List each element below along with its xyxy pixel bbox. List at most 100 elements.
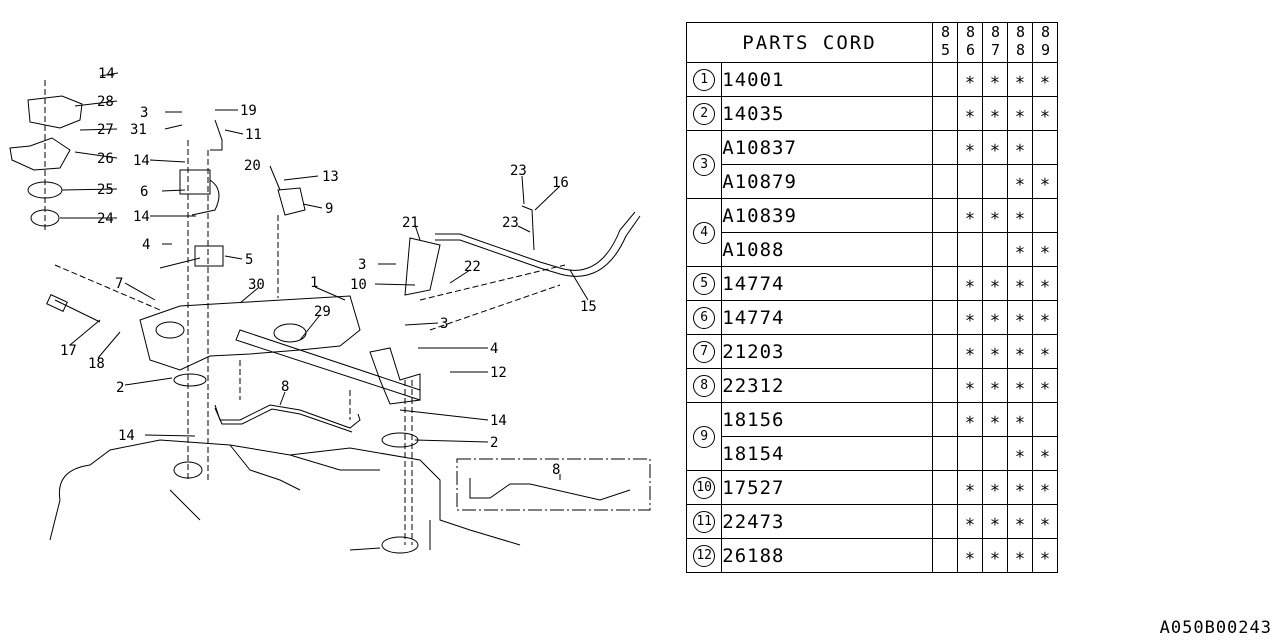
callout-label: 13 — [322, 169, 339, 185]
part-code: 18156 — [721, 402, 933, 437]
part-number: 9 — [693, 426, 716, 448]
part-code: 18154 — [721, 436, 933, 471]
year-applicability-mark — [932, 164, 958, 199]
callout-label: 6 — [140, 184, 148, 200]
year-applicability-mark: ∗ — [957, 96, 983, 131]
year-applicability-mark: ∗ — [982, 402, 1008, 437]
year-applicability-mark — [932, 266, 958, 301]
year-applicability-mark: ∗ — [1032, 266, 1058, 301]
year-applicability-mark: ∗ — [1007, 436, 1033, 471]
part-code: 22312 — [721, 368, 933, 403]
callout-label: 11 — [245, 127, 262, 143]
year-applicability-mark: ∗ — [982, 538, 1008, 573]
year-applicability-mark: ∗ — [1032, 368, 1058, 403]
part-code: A10879 — [721, 164, 933, 199]
year-applicability-mark — [1032, 198, 1058, 233]
year-applicability-mark: ∗ — [957, 538, 983, 573]
callout-label: 4 — [142, 237, 150, 253]
year-header: 89 — [1032, 22, 1058, 63]
year-applicability-mark: ∗ — [957, 402, 983, 437]
callout-label: 21 — [402, 215, 419, 231]
callout-label: 15 — [580, 299, 597, 315]
part-number-cell: 2 — [685, 96, 723, 131]
callout-label: 17 — [60, 343, 77, 359]
part-number-cell: 6 — [685, 300, 723, 335]
parts-cord-header: PARTS CORD — [686, 22, 933, 63]
year-applicability-mark: ∗ — [957, 266, 983, 301]
part-number: 11 — [693, 511, 716, 533]
table-row: A10879 ∗∗ — [687, 164, 1058, 199]
year-header: 87 — [982, 22, 1008, 63]
part-number: 2 — [693, 103, 716, 125]
callout-label: 27 — [97, 122, 114, 138]
callout-label: 18 — [88, 356, 105, 372]
part-code: A10837 — [721, 130, 933, 165]
callout-label: 19 — [240, 103, 257, 119]
year-applicability-mark — [932, 130, 958, 165]
year-applicability-mark — [932, 538, 958, 573]
year-applicability-mark — [982, 436, 1008, 471]
year-applicability-mark: ∗ — [982, 504, 1008, 539]
year-applicability-mark — [932, 232, 958, 267]
year-applicability-mark — [1032, 402, 1058, 437]
year-applicability-mark — [982, 164, 1008, 199]
year-applicability-mark: ∗ — [1007, 538, 1033, 573]
part-number-cell: 11 — [685, 504, 723, 539]
year-applicability-mark: ∗ — [1007, 164, 1033, 199]
callout-label: 3 — [140, 105, 148, 121]
year-applicability-mark: ∗ — [957, 198, 983, 233]
callout-label: 14 — [133, 153, 150, 169]
part-number: 12 — [693, 545, 716, 567]
year-applicability-mark — [932, 334, 958, 369]
callout-label: 31 — [130, 122, 147, 138]
year-header: 88 — [1007, 22, 1033, 63]
part-number: 7 — [693, 341, 716, 363]
year-header: 85 — [932, 22, 958, 63]
year-applicability-mark: ∗ — [982, 130, 1008, 165]
year-applicability-mark: ∗ — [1032, 300, 1058, 335]
part-code: 14774 — [721, 300, 933, 335]
callout-label: 2 — [490, 435, 498, 451]
year-applicability-mark: ∗ — [1032, 538, 1058, 573]
part-number: 1 — [693, 69, 716, 91]
year-applicability-mark: ∗ — [1032, 62, 1058, 97]
year-applicability-mark — [932, 62, 958, 97]
callout-label: 16 — [552, 175, 569, 191]
year-applicability-mark — [982, 232, 1008, 267]
year-applicability-mark: ∗ — [1032, 164, 1058, 199]
year-applicability-mark — [932, 300, 958, 335]
year-applicability-mark — [1032, 130, 1058, 165]
callout-label: 14 — [98, 66, 115, 82]
table-header-row: PARTS CORD 85 86 87 88 89 — [686, 22, 1058, 63]
year-applicability-mark — [932, 504, 958, 539]
callout-label: 30 — [248, 277, 265, 293]
callout-labels: 14 28 27 26 25 24 3 31 19 11 14 6 20 13 … — [60, 66, 597, 478]
part-number: 8 — [693, 375, 716, 397]
part-number-cell: 8 — [685, 368, 723, 403]
callout-label: 3 — [358, 257, 366, 273]
part-code: 21203 — [721, 334, 933, 369]
table-row: 18154∗∗ — [687, 436, 1058, 471]
year-applicability-mark — [957, 436, 983, 471]
year-applicability-mark: ∗ — [1007, 402, 1033, 437]
callout-label: 25 — [97, 182, 114, 198]
part-code: 14774 — [721, 266, 933, 301]
year-applicability-mark: ∗ — [982, 96, 1008, 131]
part-code: A10839 — [721, 198, 933, 233]
callout-label: 20 — [244, 158, 261, 174]
year-applicability-mark — [957, 164, 983, 199]
thermostat-cover-shape — [27, 95, 83, 129]
part-number: 10 — [693, 477, 716, 499]
year-applicability-mark: ∗ — [957, 334, 983, 369]
callout-label: 7 — [115, 276, 123, 292]
year-applicability-mark: ∗ — [982, 62, 1008, 97]
year-applicability-mark: ∗ — [957, 368, 983, 403]
callout-label: 1 — [310, 275, 318, 291]
year-applicability-mark: ∗ — [957, 504, 983, 539]
